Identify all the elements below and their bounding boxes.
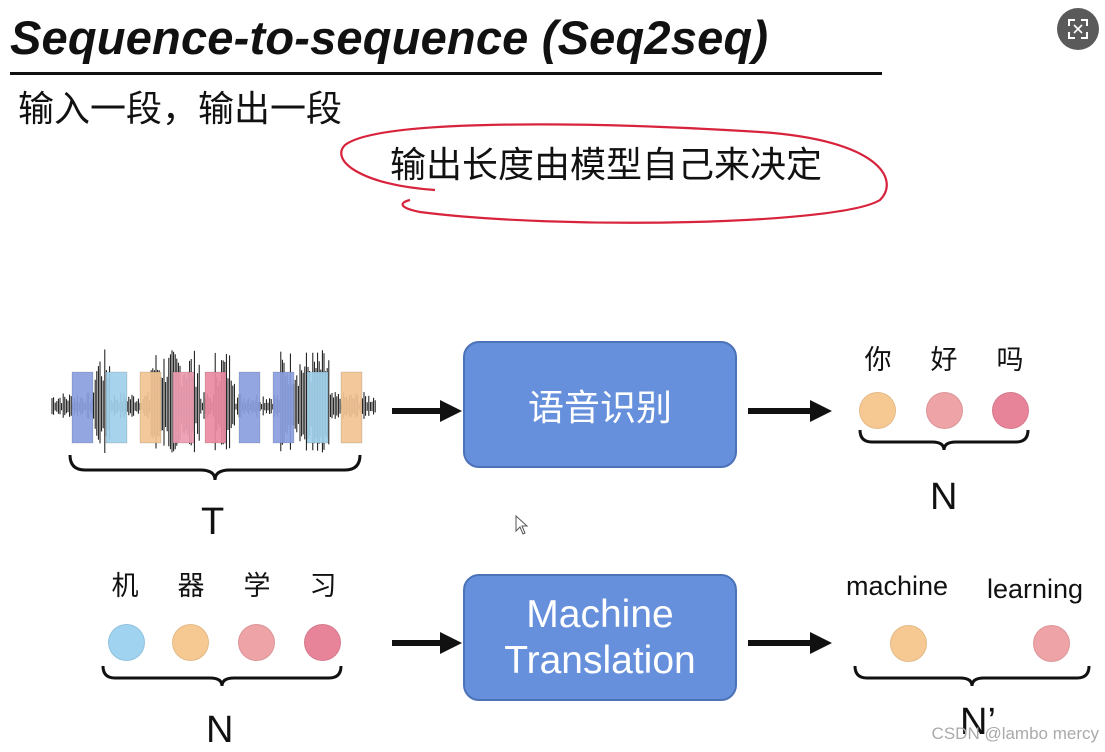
speech-output-char-2: 好	[930, 345, 958, 376]
translation-input-length-label: N	[206, 709, 234, 751]
arrow-box-to-speech-output	[748, 400, 832, 422]
translation-input-char-4: 习	[309, 571, 337, 602]
speech-recognition-label: 语音识别	[527, 387, 672, 429]
speech-output-length-label: N	[930, 476, 958, 518]
translation-input-token-2	[172, 624, 209, 661]
expand-button[interactable]	[1057, 8, 1099, 50]
machine-translation-label-line1: Machine	[526, 592, 674, 636]
feature-bar-5	[204, 371, 227, 444]
arrow-box-to-translation-output	[748, 632, 832, 654]
translation-input-char-3: 学	[243, 571, 271, 602]
speech-output-token-2	[926, 392, 963, 429]
machine-translation-box: Machine Translation	[463, 574, 737, 701]
speech-output-char-1: 你	[864, 345, 892, 376]
speech-output-char-3: 吗	[996, 345, 1024, 376]
brace-speech-input	[68, 454, 362, 481]
feature-bars	[71, 371, 363, 444]
translation-input-char-2: 器	[177, 571, 205, 602]
translation-input-token-3	[238, 624, 275, 661]
speech-input-length-label: T	[201, 501, 225, 543]
arrow-speech-to-box	[392, 400, 462, 422]
subtitle-input-output: 输入一段，输出一段	[18, 89, 343, 130]
brace-translation-input	[101, 665, 343, 687]
slide-title: Sequence-to-sequence (Seq2seq)	[10, 4, 882, 75]
translation-output-length-label: N’	[960, 701, 996, 743]
machine-translation-label-line2: Translation	[504, 638, 696, 682]
brace-translation-output	[853, 665, 1091, 687]
speech-output-token-1	[859, 392, 896, 429]
feature-bar-1	[71, 371, 94, 444]
translation-output-word-1: machine	[846, 571, 949, 601]
translation-input-token-4	[304, 624, 341, 661]
feature-bar-7	[272, 371, 295, 444]
feature-bar-4	[172, 371, 195, 444]
arrow-translation-to-box	[392, 632, 462, 654]
watermark: CSDN @lambo mercy	[931, 724, 1099, 743]
feature-bar-2	[105, 371, 128, 444]
feature-bar-3	[139, 371, 162, 444]
translation-input-char-1: 机	[111, 571, 139, 602]
translation-output-word-2: learning	[987, 574, 1084, 604]
expand-icon	[1068, 19, 1088, 39]
cursor-icon	[515, 514, 529, 535]
subtitle-output-length: 输出长度由模型自己来决定	[390, 145, 823, 186]
feature-bar-6	[238, 371, 261, 444]
translation-output-token-2	[1033, 625, 1070, 662]
feature-bar-9	[340, 371, 363, 444]
feature-bar-8	[306, 371, 329, 444]
speech-output-token-3	[992, 392, 1029, 429]
translation-output-token-1	[890, 625, 927, 662]
brace-speech-output	[858, 429, 1030, 451]
red-annotation-ellipse	[340, 123, 888, 224]
speech-recognition-box: 语音识别	[463, 341, 737, 468]
translation-input-token-1	[108, 624, 145, 661]
